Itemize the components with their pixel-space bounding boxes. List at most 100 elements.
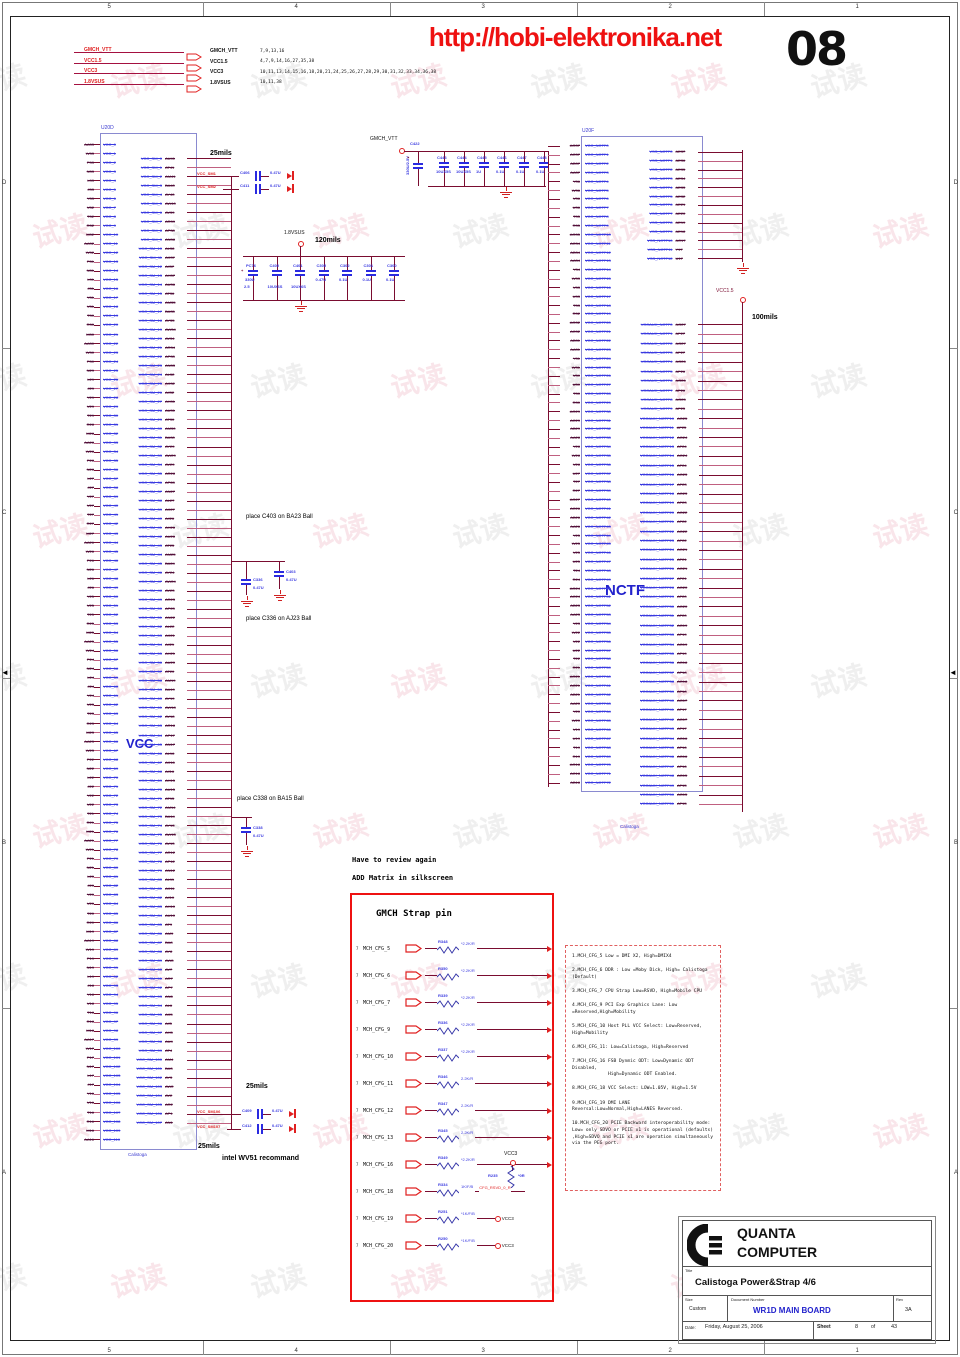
zone-number: 2	[668, 1348, 672, 1354]
date-value: Friday, August 25, 2006	[705, 1324, 763, 1330]
left-block-chip-name: Calistoga	[128, 1152, 147, 1157]
title-block: QUANTA COMPUTER Title Calistoga Power&St…	[682, 1220, 932, 1340]
nctf-feed-bus	[548, 151, 549, 787]
place-note-2: place C336 on AJ23 Ball	[246, 616, 312, 622]
sheet-title: Calistoga Power&Strap 4/6	[695, 1277, 816, 1288]
mid-cap-feed-wire	[231, 561, 285, 562]
capacitor-c301: C301 0.1U	[363, 256, 377, 300]
ground-symbol	[736, 263, 750, 274]
zone-number: 4	[294, 1348, 298, 1354]
right-block-nctf-label: NCTF	[605, 582, 645, 599]
cfg-note: 6.MCH_CFG_11: Low=Calistoga, High=Reserv…	[572, 1044, 689, 1050]
resistor-r235-ref: R235	[488, 1173, 498, 1178]
capacitor-c338: C338 0.47U	[240, 817, 264, 845]
vtt-rail-wire	[404, 151, 548, 152]
size-label: Size	[685, 1297, 693, 1302]
recommend-note: intel WV51 recommand	[222, 1155, 300, 1162]
zone-number: 4	[294, 4, 298, 10]
left-block-refdes: U20D	[101, 125, 114, 131]
size-value: Custom	[689, 1306, 707, 1312]
capacitor-c444: C444 10UX5S	[456, 151, 471, 186]
company-name-2: COMPUTER	[737, 1244, 818, 1260]
zone-number: 1	[855, 4, 859, 10]
c338-feed-wire	[231, 817, 252, 818]
